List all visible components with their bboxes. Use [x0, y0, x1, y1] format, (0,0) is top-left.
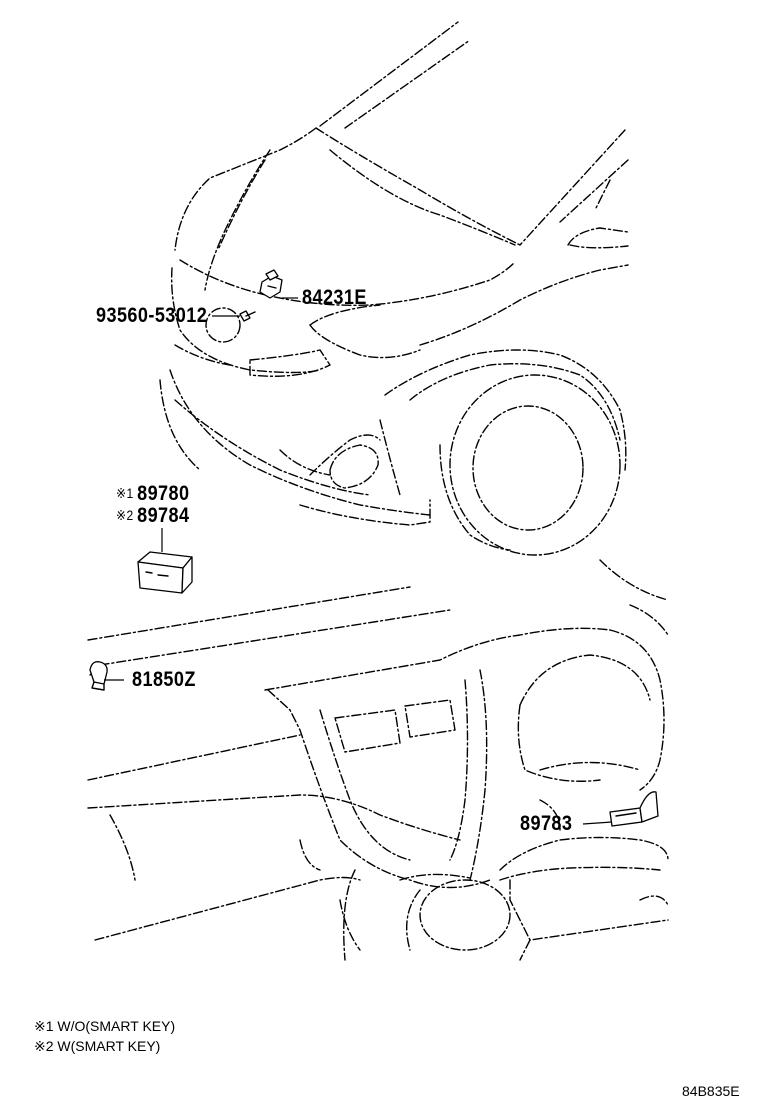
callout-93560-53012: 93560-53012 — [96, 304, 207, 328]
sensor-part — [609, 791, 659, 827]
callout-89783: 89783 — [520, 812, 572, 836]
control-module-part — [137, 551, 193, 594]
variant-mark: ※1 — [116, 485, 134, 501]
hood-switch-part — [259, 269, 283, 299]
callout-81850Z: 81850Z — [132, 668, 196, 692]
screw-part — [239, 310, 256, 322]
callout-label: 89784 — [137, 504, 190, 527]
variant-mark: ※2 — [116, 507, 134, 523]
dashboard-illustration — [87, 586, 669, 961]
callout-label: 81850Z — [132, 668, 196, 691]
callout-label: 93560-53012 — [96, 304, 208, 327]
figure-code: 84B835E — [682, 1083, 740, 1099]
callout-label: 89783 — [520, 812, 573, 835]
leader-lines — [104, 297, 613, 825]
car-front-illustration — [159, 21, 669, 601]
callout-label: 84231E — [302, 286, 367, 309]
clip-part — [89, 661, 108, 691]
footnote-without-smart-key: ※1 W/O(SMART KEY) — [34, 1018, 176, 1034]
footnote-with-smart-key: ※2 W(SMART KEY) — [34, 1038, 161, 1054]
callout-84231E: 84231E — [302, 286, 367, 310]
callout-label: 89780 — [137, 482, 190, 505]
